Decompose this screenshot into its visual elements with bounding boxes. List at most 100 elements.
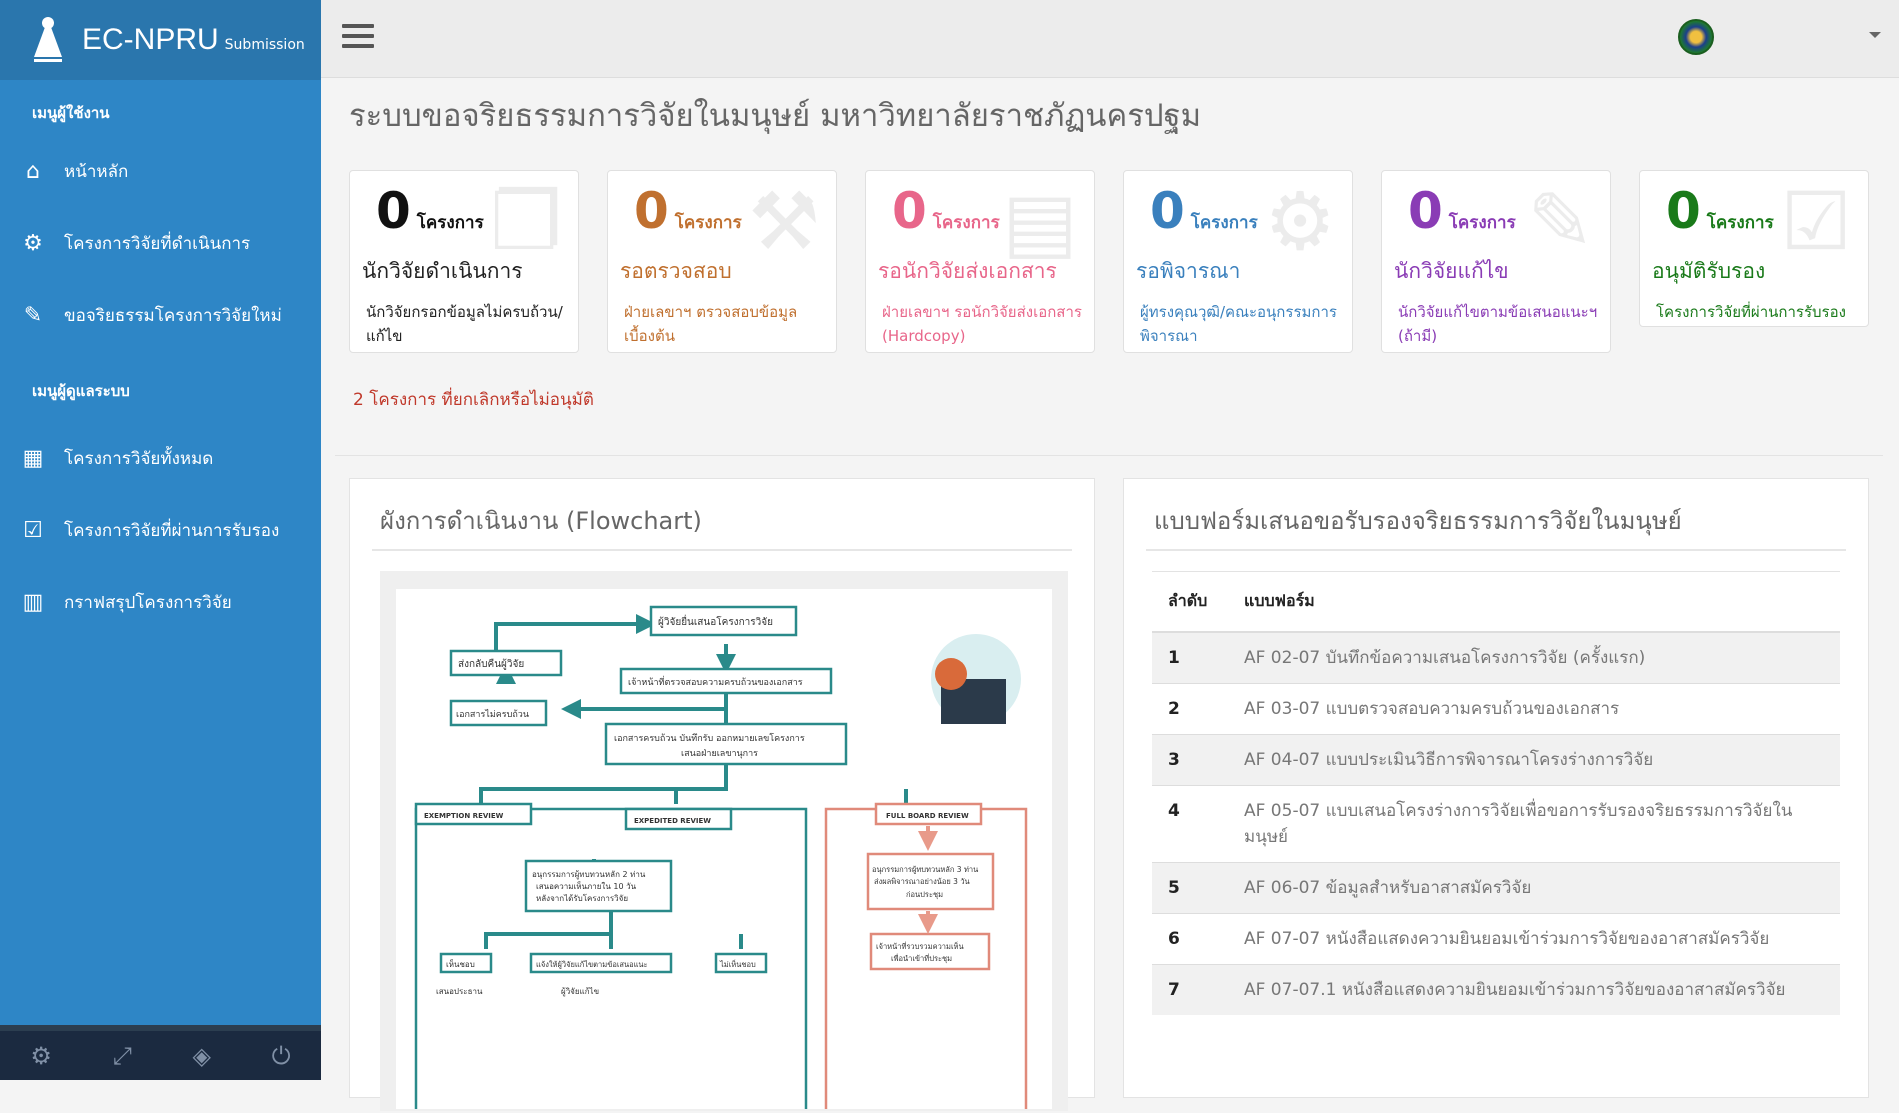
form-link[interactable]: AF 02-07 บันทึกข้อความเสนอโครงการวิจัย (… xyxy=(1228,631,1840,683)
status-unit: โครงการ xyxy=(932,213,1000,233)
power-icon[interactable]: ⏻ xyxy=(271,1041,291,1070)
sidebar-item-approved[interactable]: ☑โครงการวิจัยที่ผ่านการรับรอง xyxy=(0,505,321,555)
flowchart-diagram: ผู้วิจัยยื่นเสนอโครงการวิจัย ส่งกลับคืนผ… xyxy=(414,605,1028,1113)
sidebar-item-label: ขอจริยธรรมโครงการวิจัยใหม่ xyxy=(64,305,282,326)
status-title: อนุมัติรับรอง xyxy=(1652,259,1766,283)
form-link[interactable]: AF 06-07 ข้อมูลสำหรับอาสาสมัครวิจัย xyxy=(1228,861,1840,913)
forms-table: ลำดับ แบบฟอร์ม 1 AF 02-07 บันทึกข้อความเ… xyxy=(1152,571,1840,1015)
flow-node-sub2: อนุกรรมการผู้ทบทวนหลัก 2 ท่าน xyxy=(532,870,646,880)
column-header-form: แบบฟอร์ม xyxy=(1228,571,1840,633)
flow-node-collect: เจ้าหน้าที่รวบรวมความเห็น xyxy=(876,941,964,951)
flow-node-revise: แจ้งให้ผู้วิจัยแก้ไขตามข้อเสนอแนะ xyxy=(536,960,648,969)
flow-node-sub3-line: ก่อนประชุม xyxy=(906,890,943,899)
flow-node-collect-line: เพื่อนำเข้าที่ประชุม xyxy=(891,953,952,963)
status-unit: โครงการ xyxy=(1706,213,1774,233)
flowchart-panel: ผังการดำเนินงาน (Flowchart) ผู้วิจัยยื่น… xyxy=(349,478,1095,1113)
form-link[interactable]: AF 04-07 แบบประเมินวิธีการพิจารณาโครงร่า… xyxy=(1228,733,1840,785)
copy-icon: ❐ xyxy=(490,175,562,268)
panel-title: ผังการดำเนินงาน (Flowchart) xyxy=(380,507,702,535)
sidebar-item-label: โครงการวิจัยทั้งหมด xyxy=(64,448,214,469)
edit-icon: ✎ xyxy=(23,302,43,328)
flow-node-incomplete: เอกสารไม่ครบถ้วน xyxy=(456,709,529,720)
flow-node-complete: เอกสารครบถ้วน บันทึกรับ ออกหมายเลขโครงกา… xyxy=(614,733,805,744)
flow-node-chair: เสนอประธาน xyxy=(436,987,483,996)
logo-bar[interactable]: EC-NPRU Submission xyxy=(0,0,321,80)
flow-node-fullboard: FULL BOARD REVIEW xyxy=(886,812,969,820)
brand-sub: Submission xyxy=(224,37,305,53)
flowchart-image: ผู้วิจัยยื่นเสนอโครงการวิจัย ส่งกลับคืนผ… xyxy=(380,571,1068,1113)
status-unit: โครงการ xyxy=(1448,213,1516,233)
status-desc: นักวิจัยแก้ไขตามข้อเสนอแนะฯ (ถ้ามี) xyxy=(1398,303,1598,345)
menu-toggle-icon[interactable] xyxy=(342,24,374,50)
sidebar-item-ongoing[interactable]: ⚙ โครงการวิจัยที่ดำเนินการ xyxy=(0,218,321,268)
brand-name: EC-NPRU xyxy=(82,23,219,56)
flow-node-agree: เห็นชอบ xyxy=(446,959,475,969)
divider xyxy=(335,455,1883,456)
sidebar: EC-NPRU Submission เมนูผู้ใช้งาน ⌂หน้าหล… xyxy=(0,0,321,1080)
gear-icon: ⚙ xyxy=(23,230,43,256)
sidebar-item-new-request[interactable]: ✎ ขอจริยธรรมโครงการวิจัยใหม่ xyxy=(0,290,321,340)
status-desc: นักวิจัยกรอกข้อมูลไม่ครบถ้วน/แก้ไข xyxy=(366,303,563,345)
sidebar-item-charts[interactable]: ▥กราฟสรุปโครงการวิจัย xyxy=(0,577,321,627)
file-icon: ▤ xyxy=(1002,175,1078,268)
flow-node-fix: ผู้วิจัยแก้ไข xyxy=(561,987,599,997)
status-title: รอตรวจสอบ xyxy=(620,259,732,283)
user-avatar[interactable] xyxy=(1678,19,1714,55)
bar-chart-icon: ▥ xyxy=(22,589,44,615)
status-title: นักวิจัยดำเนินการ xyxy=(362,259,523,283)
sidebar-item-home[interactable]: ⌂หน้าหลัก xyxy=(0,146,321,196)
status-desc: ผู้ทรงคุณวุฒิ/คณะอนุกรรมการพิจารณา xyxy=(1140,303,1337,345)
edit-icon: ✎ xyxy=(1526,175,1594,268)
flow-node-exemption: EXEMPTION REVIEW xyxy=(424,812,504,820)
row-number: 6 xyxy=(1152,912,1228,964)
table-row[interactable]: 7 AF 07-07.1 หนังสือแสดงความยินยอมเข้าร่… xyxy=(1152,963,1840,1015)
status-count: 0 xyxy=(634,182,669,240)
column-header-no: ลำดับ xyxy=(1152,571,1228,633)
form-link[interactable]: AF 07-07.1 หนังสือแสดงความยินยอมเข้าร่วม… xyxy=(1228,963,1840,1015)
table-row[interactable]: 3 AF 04-07 แบบประเมินวิธีการพิจารณาโครงร… xyxy=(1152,733,1840,785)
status-unit: โครงการ xyxy=(416,213,484,233)
eye-slash-icon[interactable]: ◈ xyxy=(192,1041,211,1070)
gears-icon: ⚙ xyxy=(1264,175,1336,268)
table-row[interactable]: 5 AF 06-07 ข้อมูลสำหรับอาสาสมัครวิจัย xyxy=(1152,861,1840,913)
check-square-icon: ☑ xyxy=(23,517,43,543)
top-navbar xyxy=(321,0,1899,78)
table-row[interactable]: 1 AF 02-07 บันทึกข้อความเสนอโครงการวิจัย… xyxy=(1152,631,1840,683)
flow-node-return: ส่งกลับคืนผู้วิจัย xyxy=(458,658,524,670)
row-number: 7 xyxy=(1152,963,1228,1015)
status-count: 0 xyxy=(1408,182,1443,240)
flow-node-sub3-line: ส่งผลพิจารณาอย่างน้อย 3 วัน xyxy=(874,877,970,886)
flow-node-disagree: ไม่เห็นชอบ xyxy=(719,959,756,969)
page-title: ระบบขอจริยธรรมการวิจัยในมนุษย์ มหาวิทยาล… xyxy=(349,98,1202,134)
flow-node-submit: ผู้วิจัยยื่นเสนอโครงการวิจัย xyxy=(658,614,773,628)
row-number: 4 xyxy=(1152,784,1228,862)
form-link[interactable]: AF 07-07 หนังสือแสดงความยินยอมเข้าร่วมกา… xyxy=(1228,912,1840,964)
settings-icon[interactable]: ⚙ xyxy=(30,1041,52,1070)
status-desc: ฝ่ายเลขาฯ รอนักวิจัยส่งเอกสาร (Hardcopy) xyxy=(882,303,1082,345)
form-link[interactable]: AF 03-07 แบบตรวจสอบความครบถ้วนของเอกสาร xyxy=(1228,682,1840,734)
flow-node-sub2-line: เสนอความเห็นภายใน 10 วัน xyxy=(536,881,637,891)
table-row[interactable]: 2 AF 03-07 แบบตรวจสอบความครบถ้วนของเอกสา… xyxy=(1152,682,1840,734)
sidebar-item-label: โครงการวิจัยที่ดำเนินการ xyxy=(64,233,251,254)
table-row[interactable]: 4 AF 05-07 แบบเสนอโครงร่างการวิจัยเพื่อข… xyxy=(1152,784,1840,862)
status-count: 0 xyxy=(1150,182,1185,240)
status-count: 0 xyxy=(376,182,411,240)
form-link[interactable]: AF 05-07 แบบเสนอโครงร่างการวิจัยเพื่อขอก… xyxy=(1228,784,1840,862)
fullscreen-icon[interactable]: ⤢ xyxy=(112,1041,132,1070)
status-desc: ฝ่ายเลขาฯ ตรวจสอบข้อมูลเบื้องต้น xyxy=(624,303,798,345)
user-menu-heading: เมนูผู้ใช้งาน xyxy=(32,104,110,122)
status-title: รอพิจารณา xyxy=(1136,259,1241,283)
table-row[interactable]: 6 AF 07-07 หนังสือแสดงความยินยอมเข้าร่วม… xyxy=(1152,912,1840,964)
sidebar-footer: ⚙ ⤢ ◈ ⏻ xyxy=(0,1025,321,1080)
cancelled-projects-link[interactable]: 2 โครงการ ที่ยกเลิกหรือไม่อนุมัติ xyxy=(353,390,594,410)
panel-title: แบบฟอร์มเสนอขอรับรองจริยธรรมการวิจัยในมน… xyxy=(1154,507,1682,535)
chevron-down-icon[interactable] xyxy=(1869,32,1881,38)
sidebar-item-all-projects[interactable]: ▦โครงการวิจัยทั้งหมด xyxy=(0,433,321,483)
check-square-icon: ☑ xyxy=(1780,175,1852,268)
